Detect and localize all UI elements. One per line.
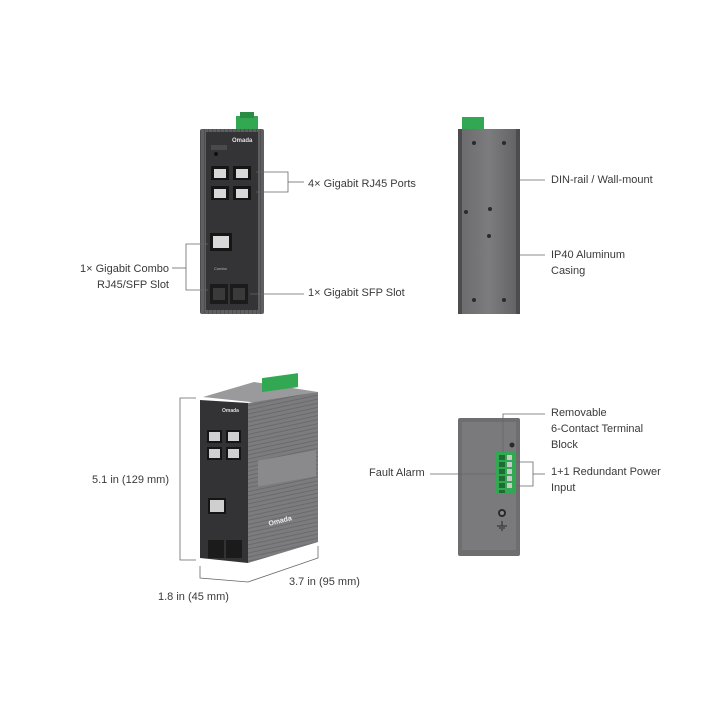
terminal-view-device [458,418,520,556]
callout-lines [172,171,545,583]
terminal-block-iso [262,373,298,393]
ip40-label-line1: IP40 Aluminum [551,249,625,261]
terminal-label-line1: Removable [551,407,607,419]
terminal-label-line2: 6-Contact Terminal [551,423,644,435]
power-label-line1: 1+1 Redundant Power [551,466,661,478]
depth-dimension-label: 3.7 in (95 mm) [289,576,360,588]
din-rail-label: DIN-rail / Wall-mount [551,174,653,186]
iso-front-panel [200,400,248,563]
side-view-device [458,117,520,314]
screw-icon [464,141,506,302]
power-label-line2: Input [551,482,576,494]
svg-text:Omada: Omada [232,138,253,144]
side-casing [458,129,520,314]
isometric-view-device: Omada Omada [200,373,318,563]
height-dimension-label: 5.1 in (129 mm) [91,474,169,486]
ground-symbol-icon [497,521,507,531]
fault-alarm-label: Fault Alarm [369,467,425,479]
front-view-device: Omada Combo [200,112,264,314]
terminal-block-side [462,117,484,130]
svg-text:Combo: Combo [214,266,228,271]
width-dimension-label: 1.8 in (45 mm) [158,591,229,603]
terminal-block-top [236,116,258,130]
sfp-slot-label: 1× Gigabit SFP Slot [308,287,405,299]
combo-label-line1: 1× Gigabit Combo [80,263,169,275]
rj45-ports-label: 4× Gigabit RJ45 Ports [308,178,416,190]
terminal-label-line3: Block [551,439,578,451]
rj45-port-group [211,166,251,200]
screw-icon [509,442,515,448]
combo-label-line2: RJ45/SFP Slot [97,279,169,291]
front-panel [206,132,258,310]
svg-text:Omada: Omada [222,408,239,414]
ip40-label-line2: Casing [551,265,586,277]
